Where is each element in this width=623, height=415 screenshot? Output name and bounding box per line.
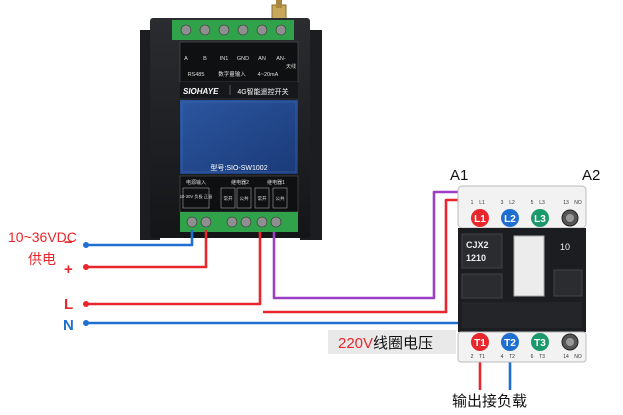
a2-label: A2	[582, 167, 600, 184]
digital-input-label: 数字量输入	[218, 70, 246, 78]
top-terminal-screw	[218, 24, 230, 36]
supply-label: 供电	[28, 251, 56, 267]
dot-plus	[83, 264, 89, 270]
contactor-small-label: L1	[479, 200, 485, 206]
relay-terminal-label: 常开	[224, 195, 233, 202]
rs485-label: RS485	[188, 72, 205, 78]
contactor-model-2: 1210	[466, 253, 486, 263]
bottom-terminal-screw	[240, 216, 252, 228]
a1-label: A1	[450, 167, 468, 184]
top-terminal-label: B	[203, 56, 207, 62]
wire-power-negative	[88, 230, 194, 247]
contactor-small-label: 14	[563, 354, 569, 360]
bottom-terminal-screw	[270, 216, 282, 228]
coil-voltage-value: 220V	[338, 335, 373, 352]
coil-voltage-label: 220V线圈电压	[338, 335, 433, 352]
power-input-label: 电源输入	[186, 179, 206, 186]
contactor-small-label: L3	[539, 200, 545, 206]
relay-terminal-label: 常开	[258, 195, 267, 202]
bottom-terminal-screw	[186, 216, 198, 228]
contactor-window	[513, 235, 545, 297]
svg-text:T1: T1	[474, 338, 486, 349]
relay2-label: 继电器2	[231, 179, 249, 186]
neutral-label: N	[63, 317, 74, 334]
contactor-small-label: 4	[501, 354, 504, 360]
terminal-t2	[501, 333, 519, 351]
wire-power-positive	[88, 230, 208, 269]
contactor-small-label: 5	[531, 200, 534, 206]
product-title: 4G智能遥控开关	[237, 87, 288, 96]
relay-terminal-label: 公共	[240, 195, 249, 202]
contactor-small-label: 13	[563, 200, 569, 206]
dot-minus	[83, 242, 89, 248]
contactor-bottom	[457, 331, 587, 363]
power-terminal-label: 10-30V 负极 正极	[180, 193, 213, 200]
top-terminal-label: AN	[258, 56, 266, 62]
top-terminal-screw	[275, 24, 287, 36]
top-terminal-label: GND	[237, 56, 249, 62]
output-load-label: 输出接负载	[452, 393, 527, 410]
contactor-small-label: NO	[574, 354, 582, 360]
plus-sign: +	[64, 261, 73, 278]
terminal-l2	[501, 209, 519, 227]
contactor-small-label: T3	[539, 354, 545, 360]
svg-text:L1: L1	[474, 214, 486, 225]
contactor-small-label: L2	[509, 200, 515, 206]
dot-live	[83, 301, 89, 307]
brand-logo: SIOHAYE	[183, 87, 219, 96]
contactor-small-label: 1	[471, 200, 474, 206]
wire-live	[88, 232, 262, 306]
bottom-terminal-block	[180, 212, 298, 232]
minus-sign: −	[64, 234, 73, 251]
model-label: 型号:SIO-SW1002	[210, 163, 267, 172]
relay-module: A B IN1 GND AN AN- RS485 数字量输入 4~20mA 天线 SIOH…	[140, 0, 322, 240]
wire-relay-purple	[272, 190, 470, 300]
coil-label-box	[328, 330, 456, 354]
contactor-model-1: CJX2	[466, 240, 489, 250]
svg-text:T2: T2	[504, 338, 516, 349]
svg-text:T3: T3	[534, 338, 546, 349]
top-terminal-label: A	[184, 56, 188, 62]
relay1-label: 继电器1	[267, 179, 285, 186]
relay-terminal-label: 公共	[276, 195, 285, 202]
coil-voltage-text: 线圈电压	[373, 335, 433, 352]
contactor-small-label: T2	[509, 354, 515, 360]
top-terminal-screw	[256, 24, 268, 36]
svg-text:L3: L3	[534, 214, 546, 225]
terminal-t1	[471, 333, 489, 351]
contactor-small-label: 6	[531, 354, 534, 360]
top-terminal-screw	[199, 24, 211, 36]
top-terminal-label: AN-	[276, 56, 286, 62]
ant-label: 天线	[286, 63, 296, 70]
terminal-l3	[531, 209, 549, 227]
top-terminal-screw	[180, 24, 192, 36]
voltage-label: 10~36VDC	[8, 229, 77, 245]
analog-input-label: 4~20mA	[258, 72, 279, 78]
contactor-rating: 10	[560, 242, 570, 252]
top-terminal-label: IN1	[220, 56, 229, 62]
contactor-small-label: 2	[471, 354, 474, 360]
bottom-terminal-screw	[200, 216, 212, 228]
svg-text:L2: L2	[504, 214, 516, 225]
front-panel	[180, 100, 298, 174]
bottom-terminal-screw	[256, 216, 268, 228]
bottom-terminal-screw	[226, 216, 238, 228]
terminal-l1	[471, 209, 489, 227]
contactor-small-label: 3	[501, 200, 504, 206]
contactor-small-label: T1	[479, 354, 485, 360]
contactor-small-label: NO	[574, 200, 582, 206]
live-label: L	[64, 296, 73, 313]
dot-neutral	[83, 320, 89, 326]
top-terminal-screw	[237, 24, 249, 36]
terminal-t3	[531, 333, 549, 351]
